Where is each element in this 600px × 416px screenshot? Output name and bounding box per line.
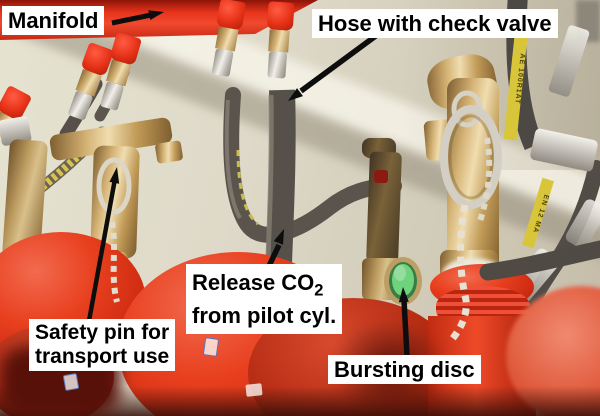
manifold-arrow [111,10,164,26]
ring-shadow [448,114,494,200]
safety-pin-arrow [86,167,120,322]
label-bursting-disc: Bursting disc [328,355,481,384]
hose-check-valve-arrow [288,32,379,101]
bursting-disc-highlight [394,265,406,281]
label-hose-check-valve: Hose with check valve [312,9,558,38]
check-valve-hose-highlight [265,94,274,259]
bursting-disc-arrow [398,287,410,357]
label-safety-pin-line2: transport use [35,345,170,368]
pin-chain-left [109,221,120,303]
hose-highlight [224,99,242,219]
bursting-disc [392,264,414,296]
label-release-co2-text: Release CO [192,270,315,295]
release-co2-arrow [266,229,284,268]
label-release-co2-subscript: 2 [314,281,324,300]
valve-outlet-hose [479,240,600,281]
label-release-co2-line2: from pilot cyl. [192,303,337,328]
check-valve-hose [266,89,296,264]
label-release-co2: Release CO2 from pilot cyl. [186,264,343,334]
hose-yellow-stripe [236,149,259,226]
label-manifold: Manifold [2,6,105,35]
safety-pin-ring-right [440,105,502,209]
label-safety-pin-line1: Safety pin for [35,321,170,344]
pin-chain-right-2 [476,137,493,225]
pilot-valve-red-detail [374,170,388,183]
safety-pin-ring-left [96,157,132,215]
pin-chain-right [447,204,470,345]
